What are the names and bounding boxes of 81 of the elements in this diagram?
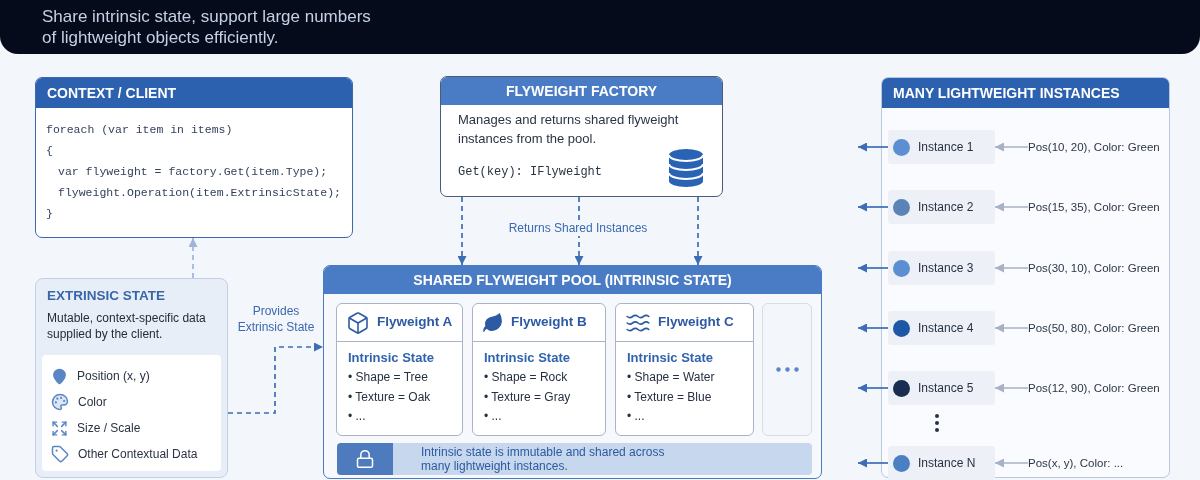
- instance-chip: [888, 130, 995, 164]
- code-line: flyweight.Operation(item.ExtrinsicState);: [58, 185, 341, 201]
- arrow: [994, 323, 1029, 333]
- state-text: Pos(15, 35), Color: Green: [1028, 199, 1160, 215]
- list-item: • ...: [484, 408, 502, 425]
- list-item: • Shape = Tree: [348, 369, 428, 386]
- list-item: • Shape = Water: [627, 369, 715, 386]
- instance-chip: [888, 190, 995, 224]
- attribute-label: Position (x, y): [77, 368, 150, 385]
- instance-label: Instance 4: [918, 320, 974, 337]
- card-title: Flyweight B: [511, 313, 587, 332]
- dashed-arrow: [693, 196, 703, 266]
- attribute-label: Color: [78, 394, 107, 411]
- instance-label: Instance 5: [918, 380, 974, 397]
- instance-label: Instance 1: [918, 139, 974, 156]
- list-item: • ...: [348, 408, 366, 425]
- instance-chip: [888, 311, 995, 345]
- flyweight-card: [615, 303, 754, 436]
- state-text: Pos(x, y), Color: ...: [1028, 455, 1124, 471]
- description: Mutable, context-specific data supplied by the client.: [47, 310, 207, 342]
- panel-header: MANY LIGHTWEIGHT INSTANCES: [882, 78, 1169, 108]
- instance-label: Instance 2: [918, 199, 974, 216]
- method-signature: Get(key): IFlyweight: [458, 164, 603, 180]
- arrow: [857, 383, 889, 393]
- arrow: [857, 458, 889, 468]
- instance-chip: [888, 371, 995, 405]
- state-text: Pos(10, 20), Color: Green: [1028, 139, 1160, 155]
- list-item: • Texture = Gray: [484, 388, 571, 406]
- arrow: [994, 383, 1029, 393]
- code-line: foreach (var item in items): [46, 122, 233, 138]
- instance-chip: [888, 446, 995, 480]
- info-panel: [35, 278, 228, 478]
- code-panel: [35, 77, 353, 238]
- dashed-arrow: [188, 237, 198, 279]
- arrow: [857, 323, 889, 333]
- state-text: Pos(30, 10), Color: Green: [1028, 260, 1160, 276]
- dashed-arrow: [457, 196, 467, 266]
- instance-label: Instance N: [918, 455, 976, 472]
- arrow: [994, 263, 1029, 273]
- list-item: • ...: [627, 408, 645, 425]
- header-band: [0, 0, 1200, 54]
- dashed-arrow: [574, 196, 584, 266]
- card-subtitle: Intrinsic State: [627, 349, 713, 367]
- pool-panel: [323, 265, 822, 479]
- panel-header: CONTEXT / CLIENT: [36, 78, 352, 108]
- card-subtitle: Intrinsic State: [348, 349, 434, 367]
- dashed-arrow: [227, 342, 324, 414]
- card-title: Flyweight C: [658, 313, 734, 332]
- subtitle: Share intrinsic state, support large numbers of lightweight objects efficiently.: [42, 6, 372, 48]
- info-note: [337, 443, 812, 475]
- state-text: Pos(50, 80), Color: Green: [1028, 320, 1160, 336]
- state-text: Pos(12, 90), Color: Green: [1028, 380, 1160, 396]
- code-line: }: [46, 206, 53, 222]
- list-item: • Texture = Blue: [627, 388, 712, 406]
- panel-header: SHARED FLYWEIGHT POOL (INTRINSIC STATE): [324, 266, 821, 294]
- list-item: • Shape = Rock: [484, 369, 568, 386]
- arrow: [994, 458, 1029, 468]
- instance-label: Instance 3: [918, 260, 974, 277]
- code-line: {: [46, 143, 53, 159]
- section-title: EXTRINSIC STATE: [47, 287, 165, 305]
- attribute-label: Other Contextual Data: [78, 446, 198, 463]
- arrow: [994, 202, 1029, 212]
- arrow: [857, 263, 889, 273]
- attribute-label: Size / Scale: [77, 420, 141, 437]
- attribute-list: [42, 355, 221, 471]
- card-title: Flyweight A: [377, 313, 453, 332]
- instance-chip: [888, 251, 995, 285]
- flyweight-card: [336, 303, 463, 436]
- code-line: var flyweight = factory.Get(item.Type);: [58, 164, 328, 180]
- card-subtitle: Intrinsic State: [484, 349, 570, 367]
- list-item: • Texture = Oak: [348, 388, 431, 406]
- note-text: Intrinsic state is immutable and shared across many lightweight instances.: [421, 445, 666, 473]
- description: Manages and returns shared flyweight instances from the pool.: [458, 111, 680, 148]
- panel-header: FLYWEIGHT FACTORY: [441, 77, 722, 105]
- factory-panel: [440, 76, 723, 197]
- arrow: [857, 202, 889, 212]
- flyweight-card: [472, 303, 606, 436]
- arrow: [994, 142, 1029, 152]
- instances-panel: [881, 77, 1170, 478]
- placeholder-card: [762, 303, 812, 436]
- arrow: [857, 142, 889, 152]
